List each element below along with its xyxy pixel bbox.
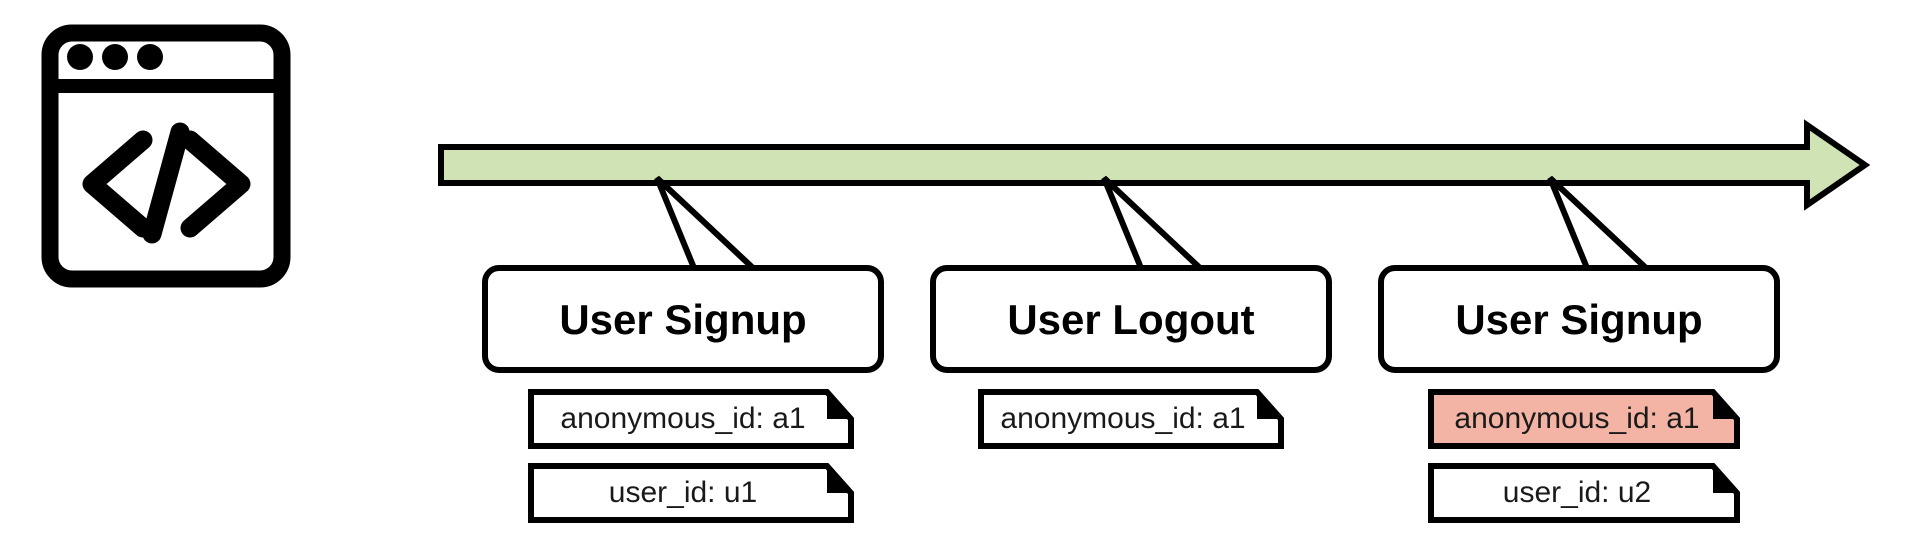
code-window-icon (41, 24, 291, 288)
code-window-dot-3 (137, 44, 163, 70)
event-1-prop-1-fold-icon (827, 392, 851, 419)
event-3-callout-leader (1547, 175, 1654, 271)
event-group-1: User Signup anonymous_id: a1 user_id: u1 (482, 175, 884, 523)
code-slash-icon (142, 122, 190, 244)
event-2-box[interactable] (930, 265, 1332, 373)
event-1-callout-leader (654, 175, 761, 271)
event-2-prop-1-label: anonymous_id: a1 (1000, 402, 1245, 435)
event-2-prop-1-note[interactable] (978, 389, 1284, 449)
event-1-title: User Signup (559, 296, 806, 343)
code-angle-right-icon (180, 130, 251, 238)
code-window-dot-2 (102, 44, 128, 70)
event-3-prop-1-note[interactable] (1428, 389, 1740, 449)
timeline-arrow-shape (438, 119, 1871, 211)
event-3-box[interactable] (1378, 265, 1780, 373)
code-angle-left-icon (82, 130, 153, 238)
event-1-prop-2-fold-icon (827, 466, 851, 493)
event-timeline-arrow (438, 119, 1871, 211)
event-3-title: User Signup (1455, 296, 1702, 343)
event-group-3: User Signup anonymous_id: a1 user_id: u2 (1378, 175, 1780, 523)
event-3-prop-1-fold-icon (1713, 392, 1737, 419)
event-2-callout-leader (1101, 175, 1208, 271)
code-window-dot-1 (67, 44, 93, 70)
event-1-prop-1-note[interactable] (528, 389, 854, 449)
event-1-prop-2-note[interactable] (528, 463, 854, 523)
event-3-prop-2-label: user_id: u2 (1503, 476, 1651, 509)
event-2-title: User Logout (1007, 296, 1254, 343)
event-1-box[interactable] (482, 265, 884, 373)
event-3-prop-2-fold-icon (1713, 466, 1737, 493)
event-3-prop-2-note[interactable] (1428, 463, 1740, 523)
event-3-prop-1-label: anonymous_id: a1 (1454, 402, 1699, 435)
event-group-2: User Logout anonymous_id: a1 (930, 175, 1332, 449)
event-1-prop-1-label: anonymous_id: a1 (560, 402, 805, 435)
event-2-prop-1-fold-icon (1257, 392, 1281, 419)
event-1-prop-2-label: user_id: u1 (609, 476, 757, 509)
